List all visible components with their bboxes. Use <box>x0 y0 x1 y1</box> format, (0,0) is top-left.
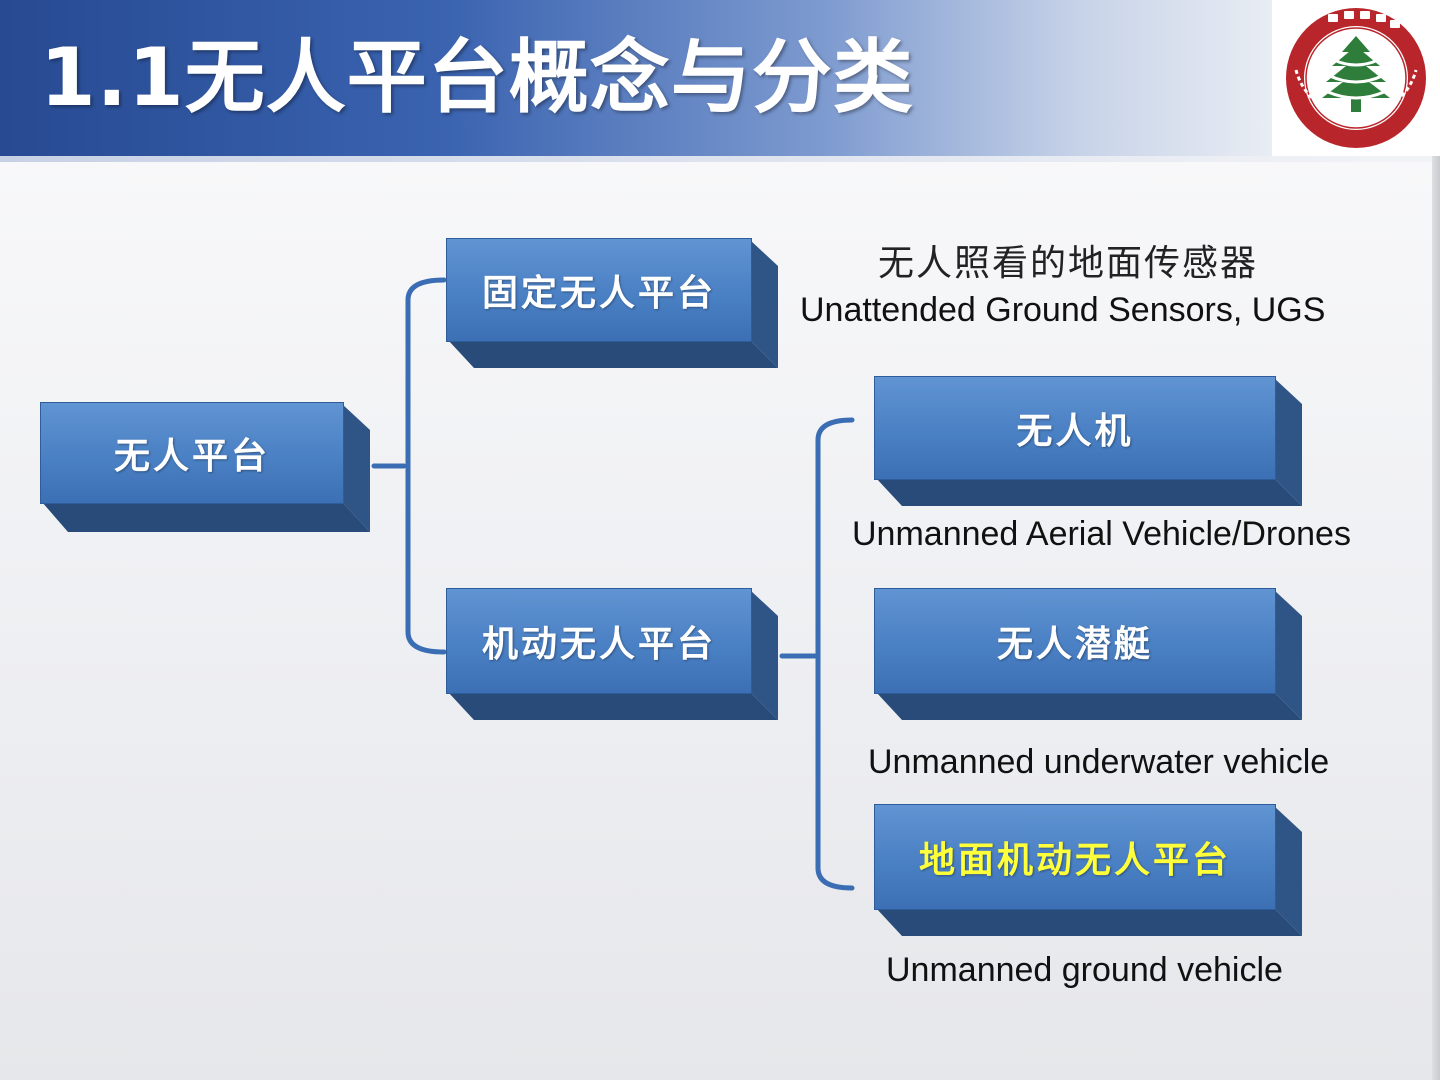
title-divider <box>0 156 1440 162</box>
uuv-node: 无人潜艇 <box>874 588 1276 694</box>
fixed-platform-box-3d <box>448 240 778 368</box>
slide-edge <box>1432 156 1440 1080</box>
title-bar <box>0 0 1272 156</box>
university-logo <box>1272 0 1440 156</box>
uav-caption: Unmanned Aerial Vehicle/Drones <box>852 515 1351 553</box>
bracket-level2 <box>815 417 855 891</box>
ugv-node: 地面机动无人平台 <box>874 804 1276 910</box>
logo-seal-icon <box>1286 8 1426 148</box>
mobile-platform-node: 机动无人平台 <box>446 588 752 694</box>
uav-box-3d <box>876 378 1302 506</box>
ugv-box-3d <box>876 806 1302 936</box>
fixed-platform-node: 固定无人平台 <box>446 238 752 342</box>
uuv-box-3d <box>876 590 1302 720</box>
root-box-3d <box>42 404 370 532</box>
uuv-caption: Unmanned underwater vehicle <box>868 743 1330 781</box>
uav-node: 无人机 <box>874 376 1276 480</box>
ugs-caption-en: Unattended Ground Sensors, UGS <box>800 291 1326 329</box>
root-node: 无人平台 <box>40 402 344 504</box>
ugs-caption-cn: 无人照看的地面传感器 <box>878 243 1259 284</box>
mobile-platform-box-3d <box>448 590 778 720</box>
page-title: 1.1无人平台概念与分类 <box>40 31 914 124</box>
ugv-caption: Unmanned ground vehicle <box>886 951 1283 989</box>
bracket-level1 <box>405 277 447 655</box>
